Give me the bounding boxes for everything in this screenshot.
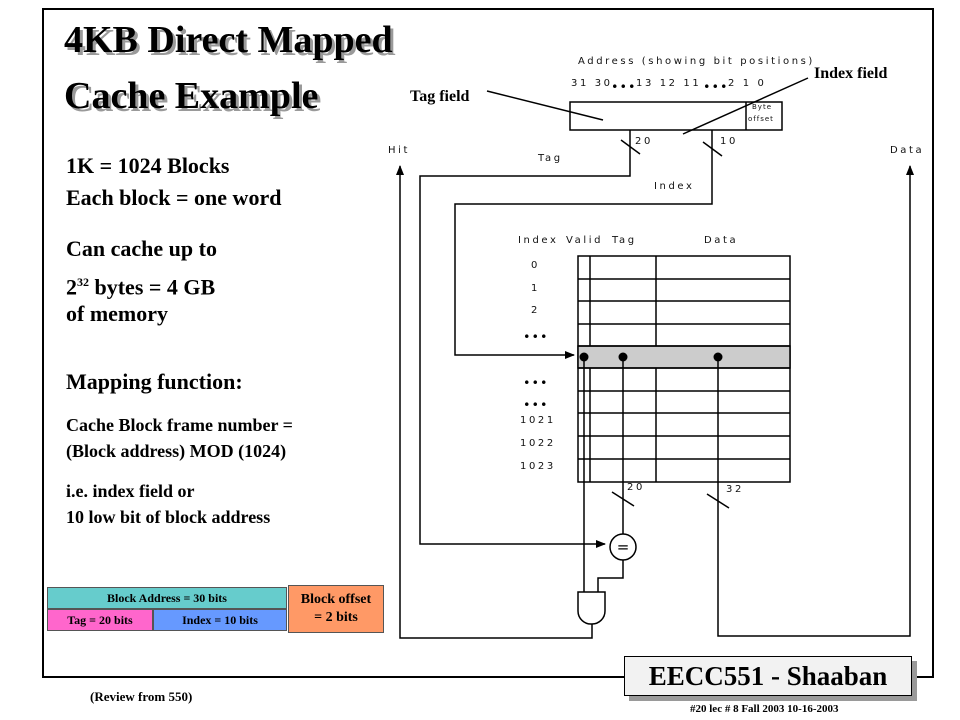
block-address-box: Block Address = 30 bits (47, 587, 287, 609)
address-register (569, 101, 783, 131)
column-valid: Valid (566, 235, 604, 246)
hit-line (396, 165, 593, 639)
comparator-symbol: = (616, 538, 630, 556)
block-offset-line1: Block offset (300, 592, 372, 607)
data-out-slash (706, 493, 730, 509)
block-offset-box: Block offset = 2 bits (288, 585, 384, 633)
review-note: (Review from 550) (90, 689, 193, 704)
row-ellipsis-3: ... (524, 386, 550, 411)
selected-row (577, 345, 791, 369)
index-bus (454, 130, 713, 359)
block-size-text: Each block = one word (66, 185, 282, 210)
row-ellipsis-1: ... (524, 318, 550, 343)
slide-frame (42, 8, 934, 678)
index-field-callout (682, 77, 809, 135)
bytes-exponent: 32 (77, 275, 89, 289)
title-line2: Cache Example (64, 75, 319, 117)
data-out-line (717, 165, 914, 637)
tag-bus (419, 130, 631, 548)
mapping-heading: Mapping function: (66, 369, 243, 394)
bytes-rest: bytes = 4 GB (89, 274, 216, 300)
width-20-top: 20 (635, 136, 653, 147)
width-20-bottom: 20 (627, 482, 645, 493)
row-ellipsis-2: ... (524, 364, 550, 389)
cache-table (577, 255, 791, 483)
byte-offset-line2: offset (748, 115, 774, 123)
frame-number-text: Cache Block frame number = (66, 415, 293, 435)
tag-field-callout (486, 90, 604, 121)
index-field-label: Index field (814, 65, 888, 82)
column-data: Data (704, 235, 739, 246)
ellipsis-low: ... (704, 68, 730, 93)
tag-dot (618, 352, 628, 362)
ie-line1: i.e. index field or (66, 481, 195, 501)
tag-small-label: Tag (538, 153, 563, 164)
index-small-label: Index (654, 181, 695, 192)
and-gate (577, 591, 606, 625)
column-tag: Tag (612, 235, 637, 246)
cache-up-to-text: Can cache up to (66, 236, 217, 261)
tag-bus-slash (620, 139, 641, 155)
hit-label: Hit (388, 145, 411, 156)
blocks-text: 1K = 1024 Blocks (66, 153, 230, 178)
stored-tag-slash (611, 491, 635, 507)
data-dot (713, 352, 723, 362)
valid-bit-dot (579, 352, 589, 362)
course-badge: EECC551 - Shaaban (624, 656, 912, 696)
ellipsis-high: ... (612, 68, 638, 93)
index-bits-box: Index = 10 bits (153, 609, 287, 631)
bits-mid: 13 12 11 (636, 78, 702, 89)
of-memory-text: of memory (66, 301, 169, 326)
block-offset-line2: = 2 bits (314, 610, 358, 625)
column-index: Index (518, 235, 559, 246)
bits-low: 2 1 0 (728, 78, 767, 89)
row-index-1021: 1021 (520, 415, 556, 426)
index-bus-slash (702, 141, 723, 157)
mod-expression-text: (Block address) MOD (1024) (66, 441, 287, 461)
row-index-0: 0 (531, 260, 540, 271)
row-index-1022: 1022 (520, 438, 556, 449)
row-index-1023: 1023 (520, 461, 556, 472)
row-index-2: 2 (531, 305, 540, 316)
slide-info: #20 lec # 8 Fall 2003 10-16-2003 (690, 703, 839, 715)
comparator-to-and (597, 560, 624, 598)
width-10-top: 10 (720, 136, 738, 147)
byte-offset-line1: Byte (752, 103, 772, 111)
bytes-text: 232 bytes = 4 GB (66, 266, 215, 303)
width-32-bottom: 32 (726, 484, 744, 495)
title-line1: 4KB Direct Mapped (64, 19, 393, 61)
row-index-1: 1 (531, 283, 540, 294)
bits-high: 31 30 (571, 78, 613, 89)
bytes-base: 2 (66, 274, 77, 300)
address-caption: Address (showing bit positions) (578, 56, 815, 67)
ie-line2: 10 low bit of block address (66, 507, 271, 527)
tag-bits-box: Tag = 20 bits (47, 609, 153, 631)
data-out-label: Data (890, 145, 925, 156)
tag-field-label: Tag field (410, 88, 470, 105)
